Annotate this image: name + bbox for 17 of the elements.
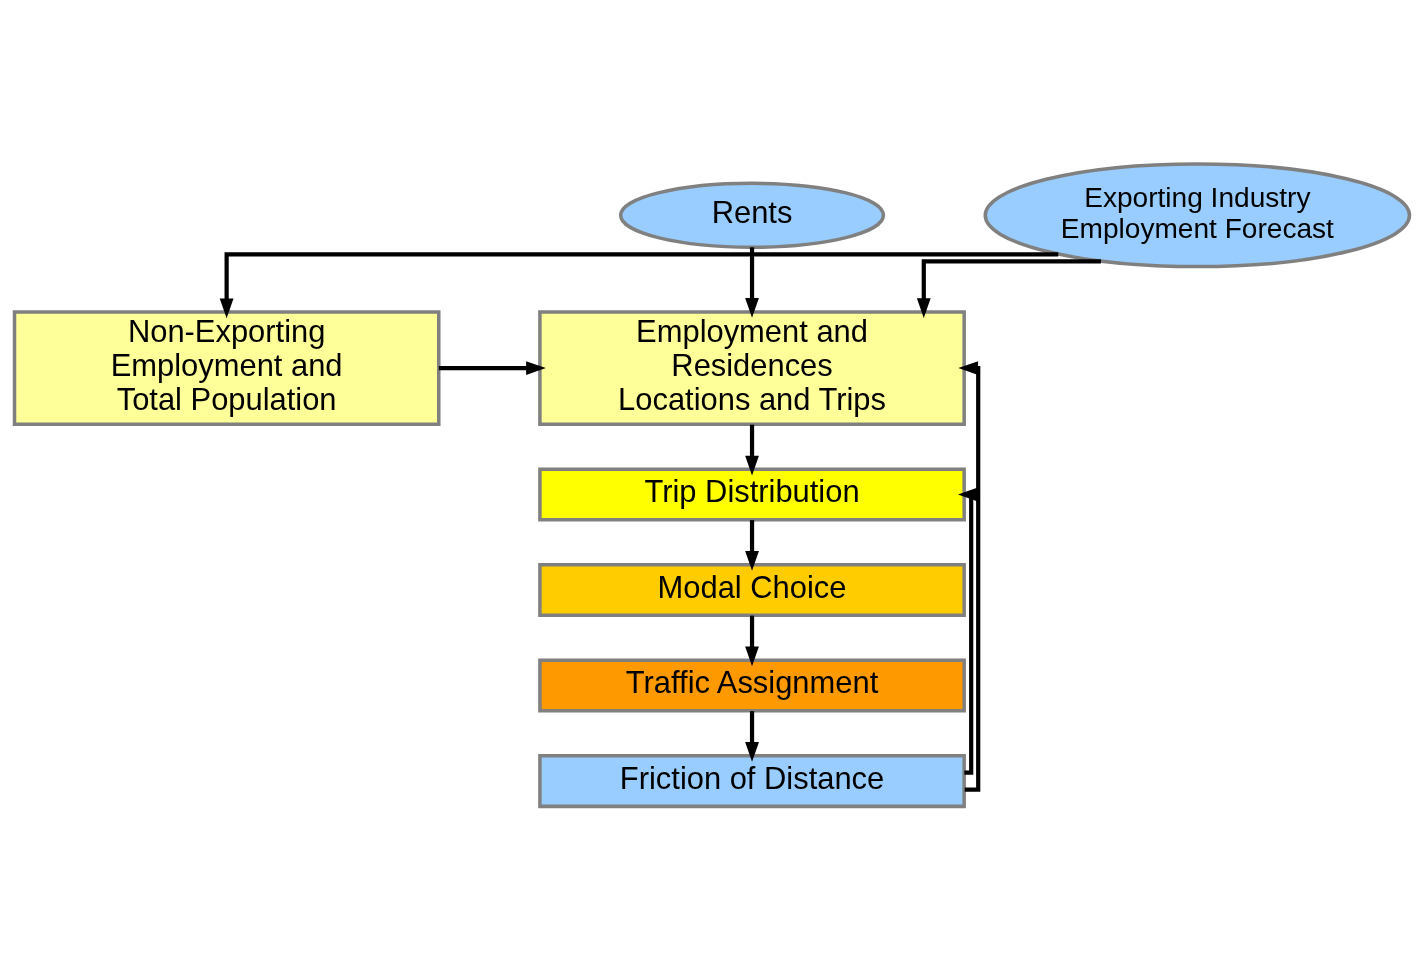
arrow	[219, 252, 1059, 319]
node-box: Modal Choice	[538, 563, 966, 618]
node-box: Non-Exporting Employment and Total Population	[12, 310, 441, 427]
arrow	[745, 711, 759, 762]
node-box: Friction of Distance	[538, 754, 966, 809]
arrow	[745, 615, 759, 667]
node-box: Traffic Assignment	[538, 658, 966, 713]
arrow	[745, 247, 759, 318]
node-box: Employment and Residences Locations and Trips	[538, 310, 966, 427]
arrow	[745, 424, 759, 476]
arrow	[958, 487, 978, 775]
node-ellipse: Exporting Industry Employment Forecast	[983, 162, 1412, 269]
node-ellipse: Rents	[618, 181, 886, 249]
arrow	[958, 361, 981, 792]
node-box: Trip Distribution	[538, 467, 966, 522]
arrow	[438, 361, 546, 375]
arrow	[745, 520, 759, 571]
